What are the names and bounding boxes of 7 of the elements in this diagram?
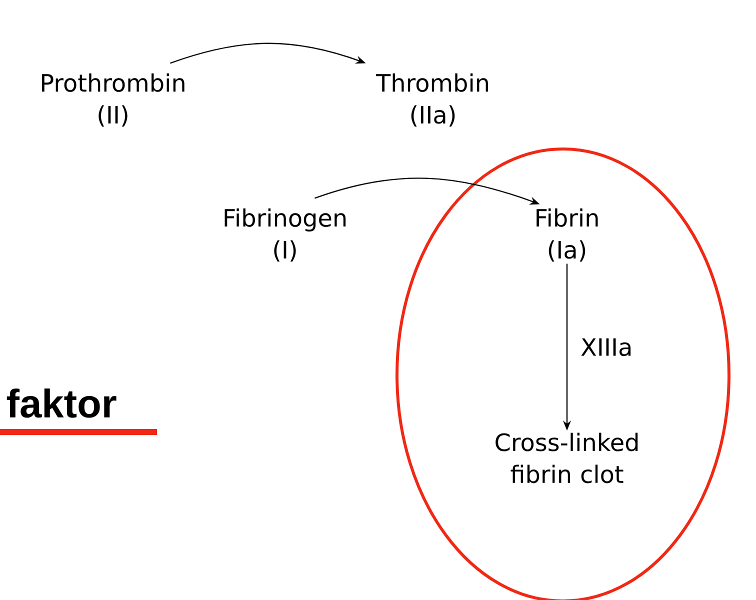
protein-label: Thrombin (IIa) <box>376 73 488 127</box>
protein-label: Prothrombin (II) <box>42 73 184 127</box>
edge-label: XIIIa <box>581 338 631 356</box>
protein-label: Fibrinogen (I) <box>224 208 346 262</box>
protein-label: Cross-linked fibrin clot <box>496 432 638 484</box>
protein-label: Fibrin (Ia) <box>536 208 598 262</box>
label-text: faktor <box>6 388 116 418</box>
